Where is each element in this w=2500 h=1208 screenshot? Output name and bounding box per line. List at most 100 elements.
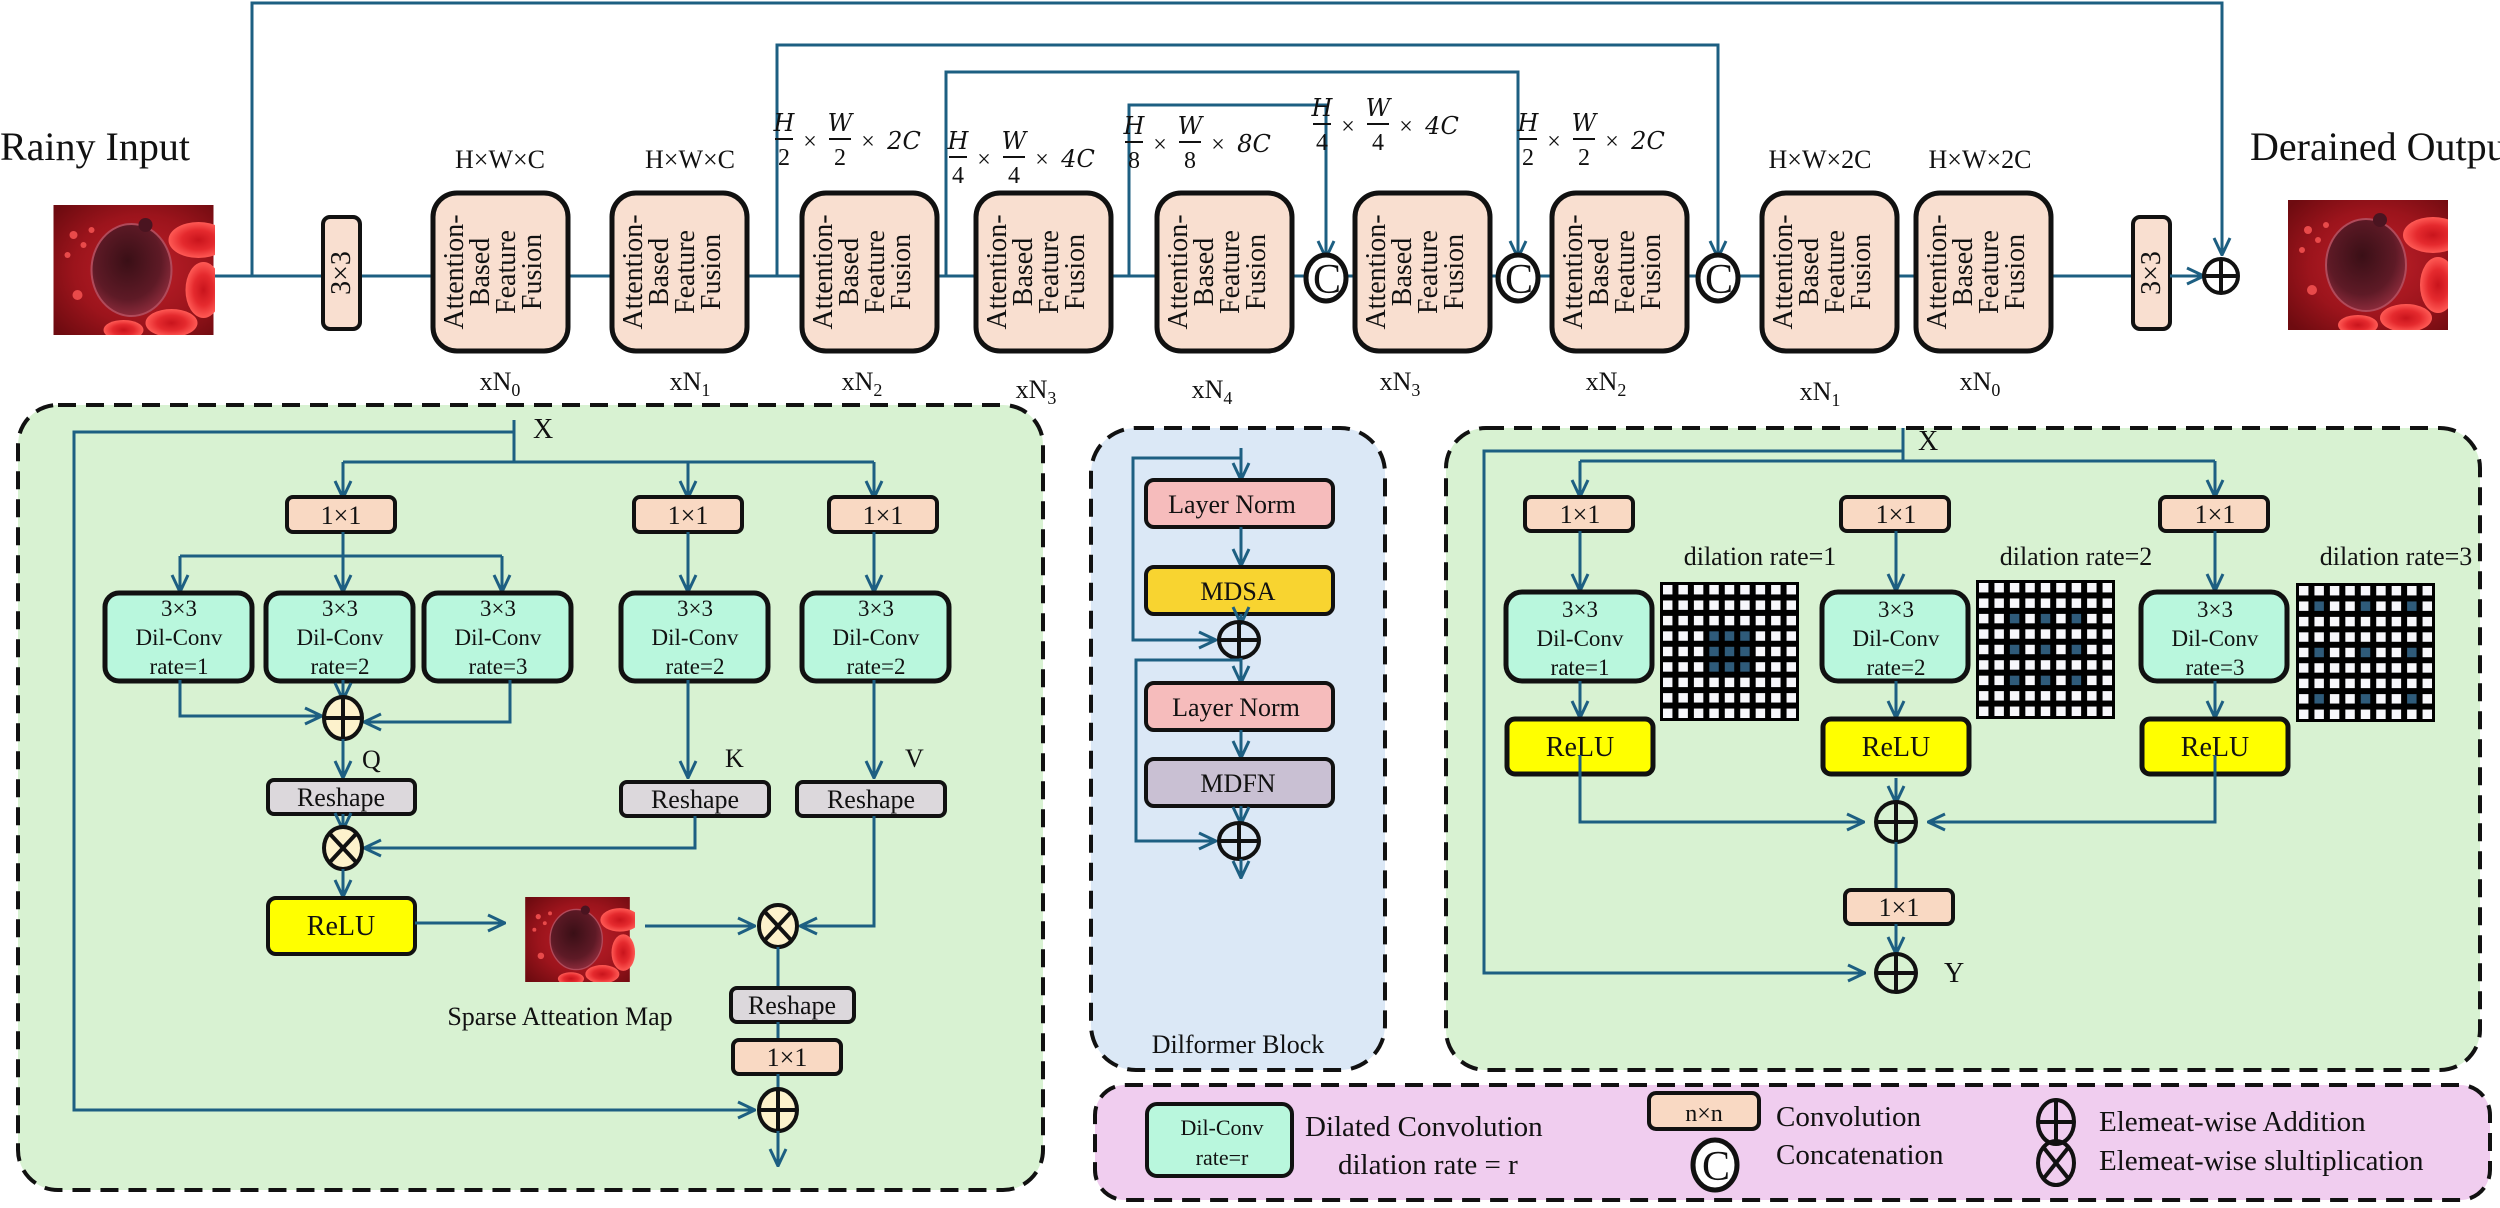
- dilation-grid-cell: [2087, 644, 2097, 655]
- dilation-grid-cell: [2056, 644, 2066, 655]
- dilation-grid-cell: [2314, 663, 2324, 673]
- svg-text:C: C: [1313, 257, 1341, 303]
- dilation-grid-cell: [1663, 631, 1673, 641]
- dilation-grid-cell: [2040, 691, 2051, 701]
- dilation-grid-cell: [2025, 706, 2035, 716]
- stage-repeat-label: xN0: [480, 367, 521, 400]
- dilation-kernel-cell: [1709, 631, 1719, 641]
- dilation-grid-cell: [2299, 678, 2309, 689]
- dilation-grid-cell: [1709, 615, 1719, 626]
- dilation-grid-cell: [1771, 646, 1781, 657]
- dilation-grid-cell: [1678, 662, 1688, 672]
- svg-text:ReLU: ReLU: [307, 911, 375, 942]
- svg-text:C: C: [1705, 257, 1733, 303]
- dilation-grid-cell: [2376, 632, 2386, 642]
- afb-label-line: Feature: [1820, 230, 1851, 314]
- svg-text:×: ×: [803, 129, 817, 155]
- dilation-grid-cell: [1994, 644, 2004, 655]
- afb-label-line: Based: [1008, 238, 1039, 306]
- dilation-kernel-cell: [2407, 694, 2417, 704]
- svg-text:W: W: [828, 109, 855, 137]
- dilation-grid-label: dilation rate=1: [1684, 542, 1837, 571]
- dilation-grid-cell: [2025, 613, 2035, 624]
- dilation-grid-cell: [2422, 616, 2432, 627]
- svg-text:H: H: [773, 109, 796, 137]
- svg-text:×: ×: [1341, 114, 1355, 140]
- dilformer-block-panel: Layer Norm MDSA Layer Norm MDFN: [1089, 426, 1387, 1072]
- dilation-grid-cell: [1740, 600, 1750, 610]
- v-label: V: [905, 744, 924, 773]
- dilation-kernel-cell: [1740, 662, 1750, 672]
- dilation-kernel-cell: [1709, 646, 1719, 657]
- dilation-grid-cell: [1693, 693, 1704, 703]
- svg-text:rate=3: rate=3: [469, 654, 528, 679]
- afb-label-line: Based: [1387, 238, 1418, 306]
- dilation-grid: [1660, 582, 1799, 721]
- dilation-grid-cell: [2345, 709, 2355, 719]
- dilation-grid-cell: [1979, 660, 1989, 670]
- afb-label-line: Based: [1794, 238, 1825, 306]
- dilation-grid-cell: [1771, 631, 1781, 641]
- legend-multiply-icon: [2036, 1139, 2076, 1187]
- dilation-grid-cell: [2314, 632, 2324, 642]
- dilation-grid-cell: [2071, 660, 2082, 670]
- rainy-input-label: Rainy Input: [0, 124, 190, 169]
- dilation-grid-cell: [1663, 615, 1673, 626]
- dilation-grid-cell: [2345, 663, 2355, 673]
- dilation-grid-cell: [1724, 677, 1735, 688]
- svg-text:8: 8: [1184, 148, 1196, 174]
- afb-label-line: Feature: [1974, 230, 2005, 314]
- dilation-grid-cell: [2040, 598, 2051, 608]
- dilation-grid-cell: [2102, 629, 2112, 639]
- dilation-grid-cell: [1771, 693, 1781, 703]
- dilation-grid-cell: [1663, 693, 1673, 703]
- out-conv-1x1: 1×1: [731, 1038, 843, 1076]
- dilation-grid-cell: [1709, 693, 1719, 703]
- svg-text:W: W: [1002, 127, 1029, 155]
- svg-text:2: 2: [1578, 145, 1590, 171]
- svg-text:n×n: n×n: [1685, 1101, 1723, 1127]
- dilation-grid-cell: [2009, 706, 2020, 716]
- svg-text:3×3: 3×3: [1562, 597, 1598, 622]
- svg-text:×: ×: [1035, 147, 1049, 173]
- dilation-grid-cell: [2407, 678, 2417, 689]
- skip-line-level2: [775, 43, 1718, 276]
- dilation-grid-cell: [2314, 678, 2324, 689]
- svg-text:2C: 2C: [1630, 127, 1665, 155]
- dilation-grid-cell: [2087, 613, 2097, 624]
- dilation-grid-cell: [2376, 601, 2386, 611]
- dilation-kernel-cell: [1740, 631, 1750, 641]
- dilation-grid-cell: [1786, 693, 1796, 703]
- dilation-grid-cell: [2299, 616, 2309, 627]
- dilation-grid-cell: [1693, 677, 1704, 688]
- legend-add-desc: Elemeat-wise Addition: [2099, 1106, 2366, 1138]
- stage-repeat-label: xN3: [1016, 375, 1057, 408]
- dilation-grid-cell: [2422, 647, 2432, 658]
- dilation-kernel-cell: [2040, 613, 2051, 624]
- stage-repeat-label: xN1: [1800, 377, 1841, 410]
- afb-label-line: Attention-: [1163, 214, 1194, 329]
- dilation-grid-cell: [2376, 663, 2386, 673]
- dilation-grid-cell: [1994, 691, 2004, 701]
- dilation-grid-cell: [1693, 631, 1704, 641]
- dilation-grid-cell: [2329, 632, 2340, 642]
- afb-label-line: Attention-: [439, 214, 470, 329]
- dilation-grid-cell: [2376, 678, 2386, 689]
- dilation-grid-cell: [2056, 706, 2066, 716]
- dilation-grid-cell: [1693, 646, 1704, 657]
- svg-text:W: W: [1366, 94, 1393, 122]
- dilation-grid-cell: [1755, 600, 1766, 610]
- derained-output-image: [2288, 200, 2448, 330]
- dilation-grid-cell: [2314, 586, 2324, 596]
- dilation-grid-cell: [1979, 629, 1989, 639]
- dilation-grid-cell: [2422, 632, 2432, 642]
- dilation-grid-cell: [2087, 706, 2097, 716]
- q-label: Q: [362, 745, 381, 774]
- legend-concat-desc: Concatenation: [1776, 1139, 1944, 1171]
- afb-label-line: Fusion: [696, 234, 727, 310]
- dilation-grid-cell: [2422, 663, 2432, 673]
